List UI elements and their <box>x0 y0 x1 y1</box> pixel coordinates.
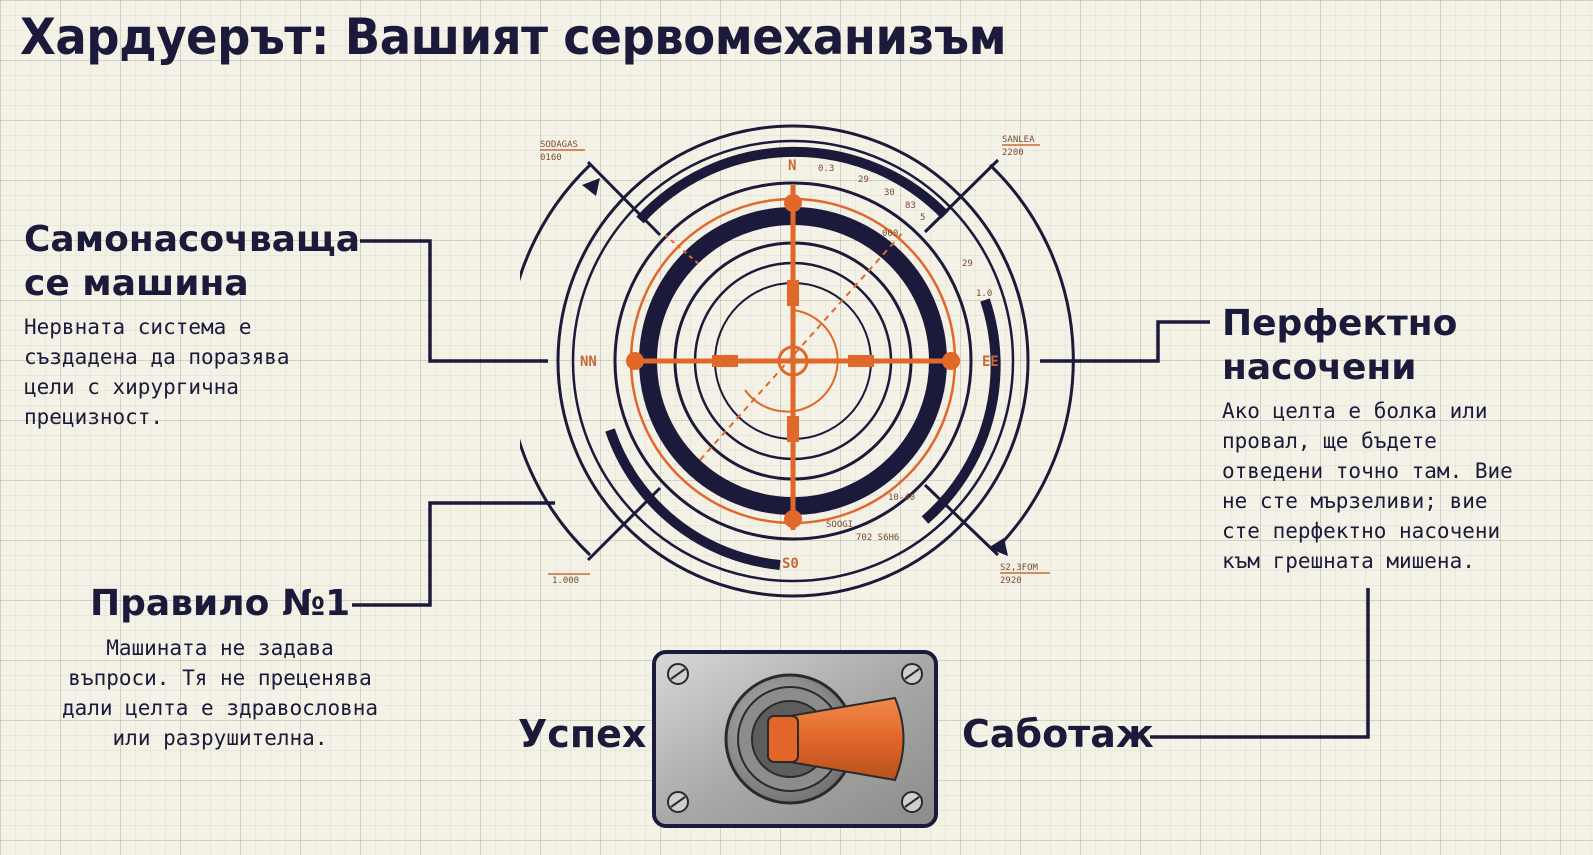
dashed-diagonal <box>699 229 906 461</box>
center-ring <box>777 345 809 377</box>
tick-label-2: 29 <box>858 175 869 185</box>
perfectly-aimed-heading: Перфектно насочени <box>1222 302 1457 390</box>
tick-label-1: 0.3 <box>818 164 834 174</box>
ring-3-arc <box>636 146 949 224</box>
self-guiding-heading-line1: Самонасочваща <box>24 219 360 260</box>
corner-tr-line1: SANLEA <box>1002 135 1035 145</box>
arrowhead-right <box>988 538 1008 556</box>
ring-2 <box>571 139 1015 583</box>
self-guiding-description: Нервната система е създадена да поразява… <box>24 315 290 429</box>
rule-one-heading: Правило №1 <box>90 583 351 624</box>
perfectly-aimed-description: Ако целта е болка или провал, ще бъдете … <box>1222 399 1513 573</box>
screw-slot-tr <box>904 668 920 680</box>
tick-label-6: 000 <box>882 229 898 239</box>
screw-slot-tl <box>670 668 686 680</box>
arrowhead-left <box>582 178 600 196</box>
compass-north: N <box>788 158 796 174</box>
tick-nw <box>586 160 662 237</box>
tick-label-10: SOOGI <box>826 520 853 530</box>
perfectly-aimed-heading-line1: Перфектно <box>1222 303 1458 344</box>
corner-tl-line1: SODAGAS <box>540 140 578 150</box>
screw-slot-br <box>904 796 920 808</box>
target-dial: N S0 NN EE SODAGAS 0160 SANLEA 2200 1.00… <box>520 124 1075 598</box>
page-title: Хардуерът: Вашият сервомеханизъм <box>20 8 1007 66</box>
compass-west: NN <box>580 354 597 370</box>
crosshair-block-right <box>848 355 874 367</box>
toggle-switch[interactable] <box>650 648 940 830</box>
corner-bl: 1.000 <box>552 576 579 586</box>
rule-one-description: Машината не задава въпроси. Тя не прецен… <box>61 636 379 750</box>
center-dot <box>789 357 797 365</box>
crosshair-block-left <box>712 355 738 367</box>
self-guiding-heading: Самонасочваща се машина <box>24 218 360 306</box>
success-label: Успех <box>518 712 647 756</box>
switch-lever-base <box>767 715 799 763</box>
ring-outer <box>556 124 1030 598</box>
corner-tl-line2: 0160 <box>540 153 562 163</box>
connector-rule-one <box>352 501 555 607</box>
corner-tr-line2: 2200 <box>1002 148 1024 158</box>
ring-3-arc-b <box>921 298 1001 524</box>
screw-slot-bl <box>670 796 686 808</box>
outer-arc-left <box>520 163 592 557</box>
crosshair-block-bottom <box>787 416 799 442</box>
connector-perfectly-aimed <box>1040 320 1210 363</box>
tick-label-11: 702 S6H6 <box>856 533 899 543</box>
tick-label-5: 5 <box>920 213 925 223</box>
corner-br-line1: S2,3FOM <box>1000 563 1039 573</box>
tick-label-8: 1.0 <box>976 289 992 299</box>
corner-br-line2: 2920 <box>1000 576 1022 586</box>
connector-self-guiding <box>360 239 548 363</box>
tick-label-3: 30 <box>884 188 895 198</box>
crosshair-top-dot <box>784 194 802 212</box>
tick-label-9: 10-40 <box>888 493 915 503</box>
compass-east: EE <box>982 354 999 370</box>
orange-inner-arc <box>744 309 839 413</box>
connector-sabotage <box>1150 588 1370 739</box>
tick-sw <box>586 486 662 562</box>
ring-4 <box>613 181 973 541</box>
crosshair-right-dot <box>942 352 960 370</box>
tick-label-7: 29 <box>962 259 973 269</box>
switch-lever <box>777 696 905 782</box>
outer-arc-right <box>988 163 1075 547</box>
perfectly-aimed-heading-line2: насочени <box>1222 347 1417 388</box>
crosshair-block-top <box>787 280 799 306</box>
ring-3-arc-c <box>605 428 781 570</box>
tick-ne <box>923 158 1000 234</box>
sabotage-label: Саботаж <box>962 712 1154 756</box>
tick-se <box>923 483 1000 557</box>
crosshair-bottom-dot <box>784 510 802 528</box>
crosshair-left-dot <box>626 352 644 370</box>
compass-south: S0 <box>782 556 799 572</box>
tick-label-4: 83 <box>905 201 916 211</box>
self-guiding-heading-line2: се машина <box>24 263 249 304</box>
